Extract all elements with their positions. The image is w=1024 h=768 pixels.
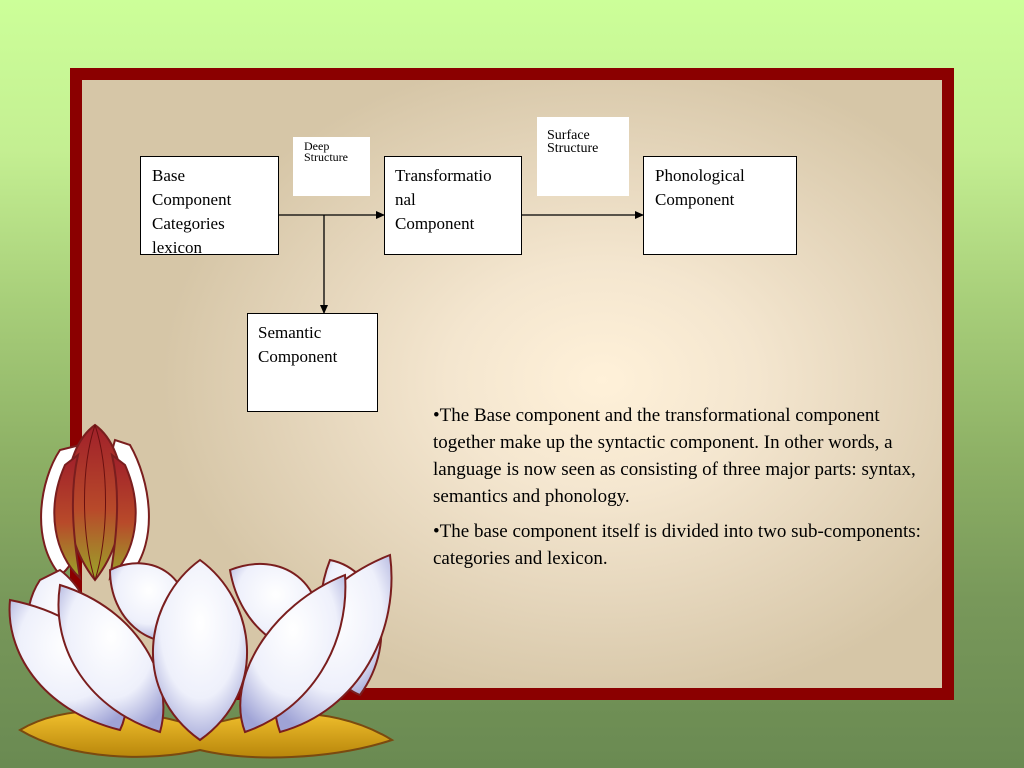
surface-structure-line-2: Structure <box>547 141 599 156</box>
base-component-line-2: Component <box>152 190 232 209</box>
base-component-line-4: lexicon <box>152 238 203 255</box>
bullet-2: •The base component itself is divided in… <box>433 521 921 569</box>
transformational-component-box: Transformatio nal Component <box>384 156 522 255</box>
phonological-component-box: Phonological Component <box>643 156 797 255</box>
deep-structure-line-1: Deep <box>304 139 330 153</box>
deep-structure-line-2: Structure <box>304 150 348 164</box>
transformational-line-3: Component <box>395 214 475 233</box>
semantic-line-2: Component <box>258 347 338 366</box>
phonological-line-2: Component <box>655 190 735 209</box>
phonological-line-1: Phonological <box>655 166 745 185</box>
transformational-line-2: nal <box>395 190 416 209</box>
base-component-box: Base Component Categories lexicon <box>140 156 279 255</box>
semantic-component-box: Semantic Component <box>247 313 378 412</box>
base-component-line-1: Base <box>152 166 186 185</box>
deep-structure-label: Deep Structure <box>293 137 370 196</box>
transformational-line-1: Transformatio <box>395 166 492 185</box>
explanation-text: •The Base component and the transformati… <box>433 402 923 580</box>
surface-structure-line-1: Surface <box>547 128 590 143</box>
base-component-line-3: Categories <box>152 214 225 233</box>
surface-structure-label: Surface Structure <box>537 117 629 196</box>
lotus-flower-icon <box>8 423 395 759</box>
bullet-1: •The Base component and the transformati… <box>433 405 916 507</box>
semantic-line-1: Semantic <box>258 323 322 342</box>
